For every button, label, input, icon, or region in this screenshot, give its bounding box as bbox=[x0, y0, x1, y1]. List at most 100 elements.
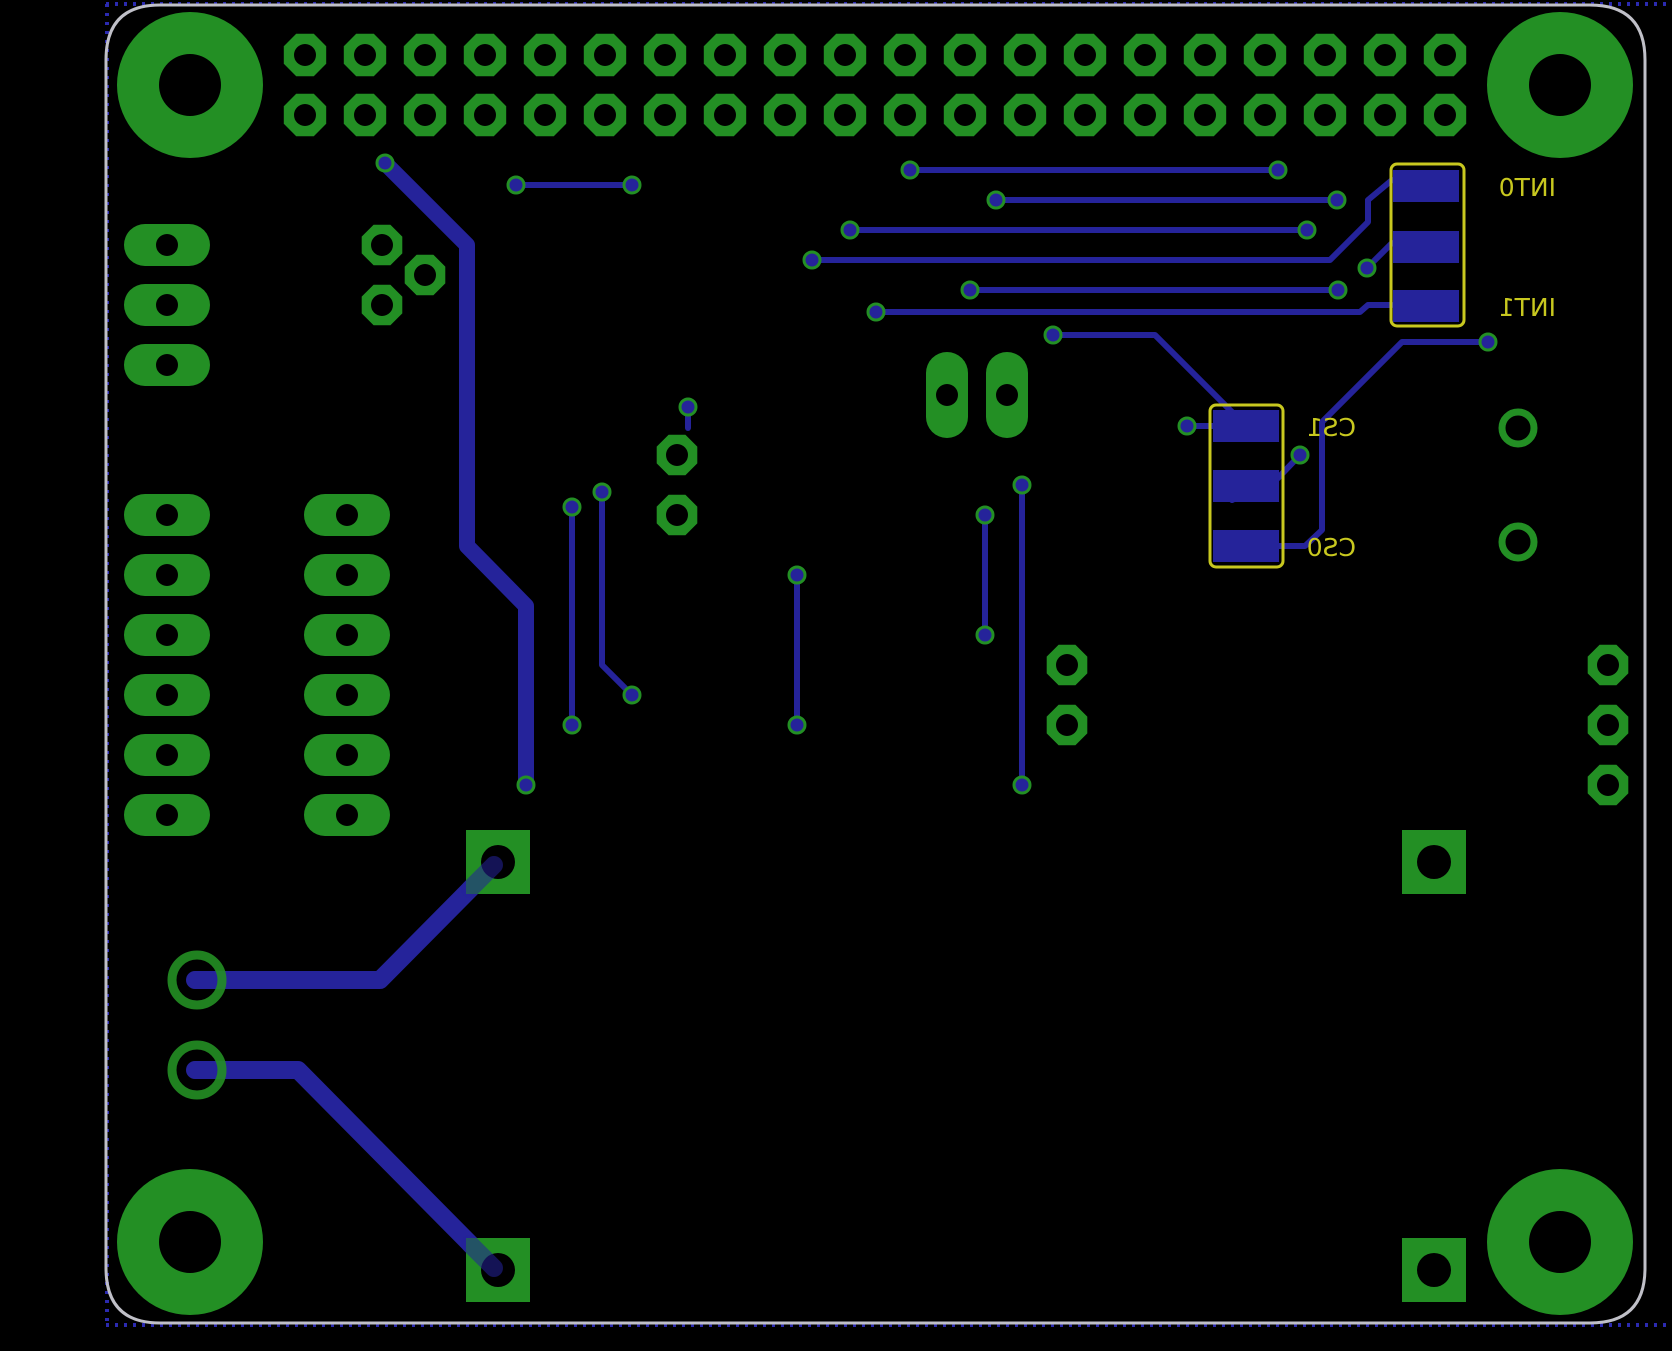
header-pad-drill bbox=[1254, 104, 1276, 126]
header-pad-drill bbox=[594, 44, 616, 66]
octagon-pad-drill bbox=[371, 234, 393, 256]
round-pad bbox=[1498, 408, 1538, 448]
header-pad-drill bbox=[414, 44, 436, 66]
smd-pads bbox=[1213, 170, 1459, 562]
terminal-pad bbox=[167, 1040, 227, 1100]
header-pad-drill bbox=[954, 44, 976, 66]
silkscreen-outlines bbox=[1208, 162, 1466, 569]
octagon-pad-drill bbox=[1597, 774, 1619, 796]
header-pad-drill bbox=[414, 104, 436, 126]
octagon-pad-drill bbox=[414, 264, 436, 286]
bottom-traces bbox=[186, 155, 1491, 1277]
octagon-pad-drill bbox=[666, 504, 688, 526]
header-pad-drill bbox=[1314, 44, 1336, 66]
header-pad-drill bbox=[714, 44, 736, 66]
oval-pad-drill bbox=[996, 384, 1018, 406]
octagon-pad-drill bbox=[666, 444, 688, 466]
oval-pad-drill bbox=[156, 294, 178, 316]
oval-pad-drill bbox=[336, 804, 358, 826]
round-pad bbox=[1498, 522, 1538, 562]
header-pad-drill bbox=[1374, 104, 1396, 126]
octagon-pad-drill bbox=[1056, 714, 1078, 736]
via bbox=[1012, 475, 1032, 495]
trace-overlay bbox=[461, 856, 503, 898]
header-pad-drill bbox=[474, 104, 496, 126]
oval-pad-drill bbox=[156, 504, 178, 526]
via bbox=[1297, 220, 1317, 240]
via bbox=[562, 497, 582, 517]
via bbox=[787, 565, 807, 585]
via bbox=[960, 280, 980, 300]
square-pad-drill bbox=[1417, 1253, 1451, 1287]
via bbox=[1177, 416, 1197, 436]
header-pad-drill bbox=[1014, 104, 1036, 126]
mounting-holes bbox=[117, 12, 1633, 1315]
label-int0: INT0 bbox=[1499, 173, 1556, 202]
via bbox=[678, 397, 698, 417]
octagon-pads bbox=[361, 224, 1629, 806]
header-pad-drill bbox=[834, 104, 856, 126]
oval-pads bbox=[124, 224, 1028, 836]
header-pad-drill bbox=[714, 104, 736, 126]
board-outline bbox=[104, 3, 1647, 1325]
octagon-pad-drill bbox=[371, 294, 393, 316]
oval-pad-drill bbox=[156, 234, 178, 256]
oval-pad-drill bbox=[336, 684, 358, 706]
header-pad-drill bbox=[354, 44, 376, 66]
header-pad-drill bbox=[1134, 104, 1156, 126]
oval-pad-drill bbox=[936, 384, 958, 406]
header-pad-drill bbox=[1314, 104, 1336, 126]
via bbox=[1478, 332, 1498, 352]
via bbox=[1268, 160, 1288, 180]
oval-pad-drill bbox=[336, 624, 358, 646]
via bbox=[975, 505, 995, 525]
header-pad-drill bbox=[594, 104, 616, 126]
terminal-pad bbox=[167, 950, 227, 1010]
silkscreen-text: INT0 INT1 CS1 CS0 bbox=[1307, 173, 1556, 562]
header-pad-drill bbox=[1434, 104, 1456, 126]
oval-pad-drill bbox=[156, 804, 178, 826]
header-pad-drill bbox=[894, 44, 916, 66]
header-pad-drill bbox=[1434, 44, 1456, 66]
octagon-pad-drill bbox=[1056, 654, 1078, 676]
header-pad-drill bbox=[294, 44, 316, 66]
via bbox=[802, 250, 822, 270]
header-pad-drill bbox=[294, 104, 316, 126]
square-pads bbox=[461, 830, 1466, 1302]
header-pad-drill bbox=[1374, 44, 1396, 66]
via bbox=[900, 160, 920, 180]
gpio-header-40pin bbox=[283, 33, 1467, 137]
label-cs0: CS0 bbox=[1307, 533, 1356, 562]
oval-pad-drill bbox=[156, 624, 178, 646]
header-pad-drill bbox=[834, 44, 856, 66]
header-pad-drill bbox=[894, 104, 916, 126]
via bbox=[622, 685, 642, 705]
label-int1: INT1 bbox=[1499, 293, 1556, 322]
header-pad-drill bbox=[954, 104, 976, 126]
label-cs1: CS1 bbox=[1307, 413, 1356, 442]
via bbox=[866, 302, 886, 322]
header-pad-drill bbox=[654, 44, 676, 66]
via bbox=[562, 715, 582, 735]
vias bbox=[375, 153, 1498, 795]
via bbox=[622, 175, 642, 195]
header-pad-drill bbox=[1134, 44, 1156, 66]
header-pad-drill bbox=[1194, 104, 1216, 126]
via bbox=[840, 220, 860, 240]
header-pad-drill bbox=[1074, 44, 1096, 66]
trace-overlay bbox=[461, 1235, 503, 1277]
via bbox=[1012, 775, 1032, 795]
via bbox=[375, 153, 395, 173]
header-pad-drill bbox=[1254, 44, 1276, 66]
via bbox=[516, 775, 536, 795]
header-pad-drill bbox=[774, 104, 796, 126]
via bbox=[1290, 445, 1310, 465]
via bbox=[787, 715, 807, 735]
header-pad-drill bbox=[774, 44, 796, 66]
via bbox=[1357, 258, 1377, 278]
header-pad-drill bbox=[354, 104, 376, 126]
oval-pad-drill bbox=[156, 684, 178, 706]
header-pad-drill bbox=[474, 44, 496, 66]
oval-pad-drill bbox=[336, 744, 358, 766]
